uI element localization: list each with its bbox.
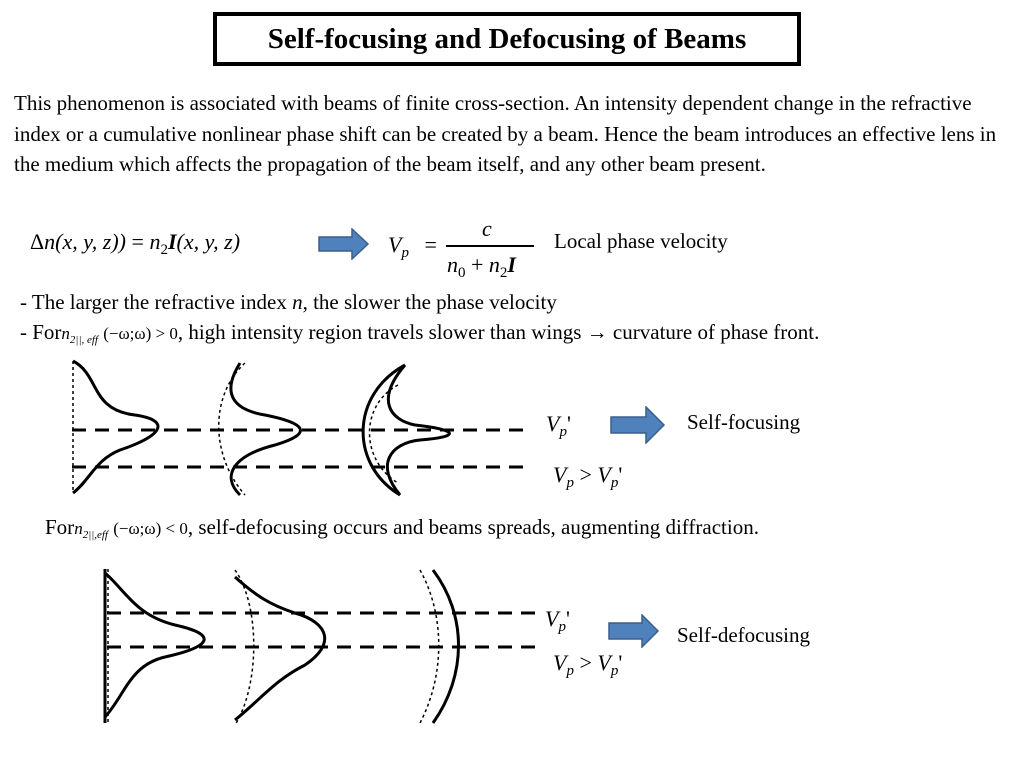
title-text: Self-focusing and Defocusing of Beams [267, 22, 747, 55]
intro-paragraph: This phenomenon is associated with beams… [14, 91, 997, 176]
right-arrow-icon [608, 614, 660, 648]
right-arrow-icon [610, 406, 666, 444]
vp-inequality-focusing: Vp > Vp' [553, 462, 623, 491]
phase-front-3 [431, 569, 460, 724]
gaussian-profile-2 [233, 575, 327, 722]
wavefront-2 [234, 569, 255, 726]
self-defocusing-diagram [103, 569, 535, 726]
right-arrow-icon [318, 228, 370, 260]
self-defocusing-label: Self-defocusing [677, 623, 810, 647]
page-title: Self-focusing and Defocusing of Beams [213, 12, 801, 66]
vp-inequality-defocusing: Vp > Vp' [553, 650, 623, 679]
bullet-positive-n2: - Forn2||, eff (−ω;ω) > 0, high intensit… [20, 320, 820, 346]
vp-prime-focusing: Vp' [546, 411, 571, 440]
phase-front-3 [361, 363, 406, 497]
phase-velocity-lhs: Vp = [388, 232, 437, 261]
self-focusing-label: Self-focusing [687, 410, 801, 434]
local-phase-velocity-label: Local phase velocity [554, 229, 728, 253]
wavefront-2 [218, 362, 246, 496]
gaussian-profile-1 [72, 359, 160, 495]
gaussian-profile-2 [229, 362, 302, 497]
wavefront-3 [419, 569, 440, 724]
defocusing-condition: Forn2||,eff (−ω;ω) < 0, self-defocusing … [45, 515, 759, 541]
bullet-refractive-index: - The larger the refractive index n, the… [20, 290, 557, 314]
self-focusing-diagram [72, 359, 530, 497]
phase-velocity-numerator: c [482, 216, 492, 241]
index-change-equation: Δn(x, y, z)) = n2I(x, y, z) [30, 229, 241, 258]
gaussian-profile-3 [386, 364, 451, 496]
phase-velocity-denominator: n0 + n2I [447, 252, 516, 281]
gaussian-profile-1 [103, 571, 206, 719]
vp-prime-defocusing: Vp' [545, 606, 570, 635]
fraction-bar [446, 245, 534, 247]
